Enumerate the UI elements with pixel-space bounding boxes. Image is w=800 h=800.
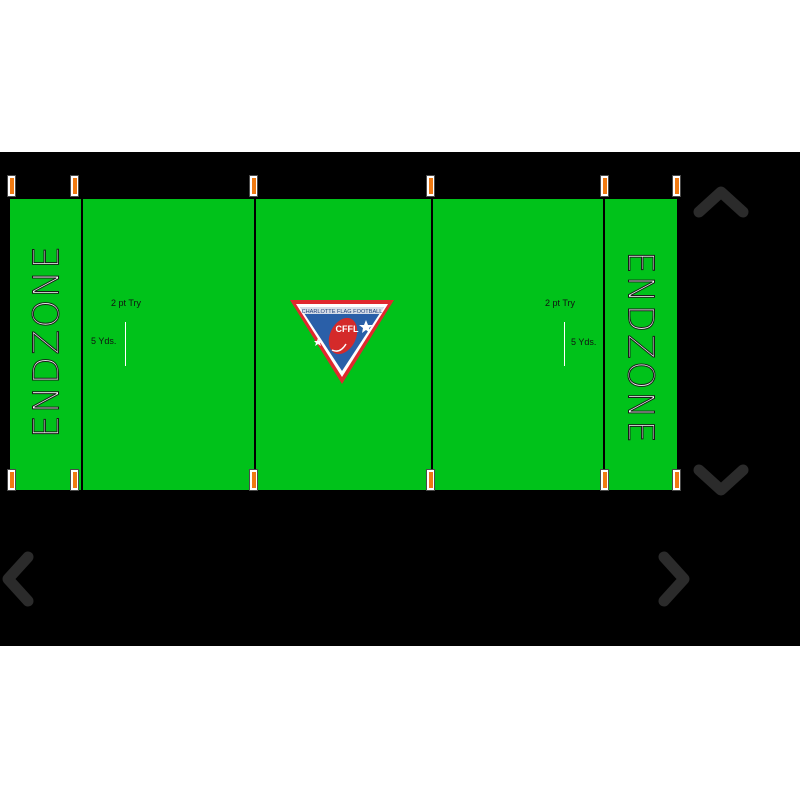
endzone-right-label: ENDZONE bbox=[619, 250, 661, 446]
pylon-icon bbox=[672, 469, 681, 491]
chevron-up-icon[interactable] bbox=[692, 184, 750, 220]
chevron-down-icon[interactable] bbox=[692, 462, 750, 498]
pylon-icon bbox=[426, 175, 435, 197]
logo-monogram: CFFL bbox=[336, 324, 359, 334]
try-marker-right bbox=[564, 322, 565, 366]
chevron-left-icon[interactable] bbox=[0, 550, 38, 608]
pylon-icon bbox=[7, 469, 16, 491]
zone-line-right bbox=[431, 199, 433, 490]
pylon-icon bbox=[426, 469, 435, 491]
pylon-icon bbox=[249, 175, 258, 197]
logo-league-text: CHARLOTTE FLAG FOOTBALL bbox=[302, 309, 383, 315]
chevron-right-icon[interactable] bbox=[656, 550, 694, 608]
five-yards-left-label: 5 Yds. bbox=[91, 336, 117, 346]
zone-line-left bbox=[254, 199, 256, 490]
goal-line-left bbox=[81, 199, 83, 490]
pylon-icon bbox=[600, 175, 609, 197]
goal-line-right bbox=[603, 199, 605, 490]
league-logo: CHARLOTTE FLAG FOOTBALL CFFL bbox=[288, 298, 396, 391]
try-marker-left bbox=[125, 322, 126, 366]
pylon-icon bbox=[672, 175, 681, 197]
pylon-icon bbox=[249, 469, 258, 491]
five-yards-right-label: 5 Yds. bbox=[571, 337, 597, 347]
pylon-icon bbox=[70, 469, 79, 491]
pylon-icon bbox=[7, 175, 16, 197]
endzone-left-label: ENDZONE bbox=[26, 243, 68, 439]
two-point-try-left-label: 2 pt Try bbox=[111, 298, 142, 308]
two-point-try-right-label: 2 pt Try bbox=[545, 298, 576, 308]
pylon-icon bbox=[600, 469, 609, 491]
pylon-icon bbox=[70, 175, 79, 197]
